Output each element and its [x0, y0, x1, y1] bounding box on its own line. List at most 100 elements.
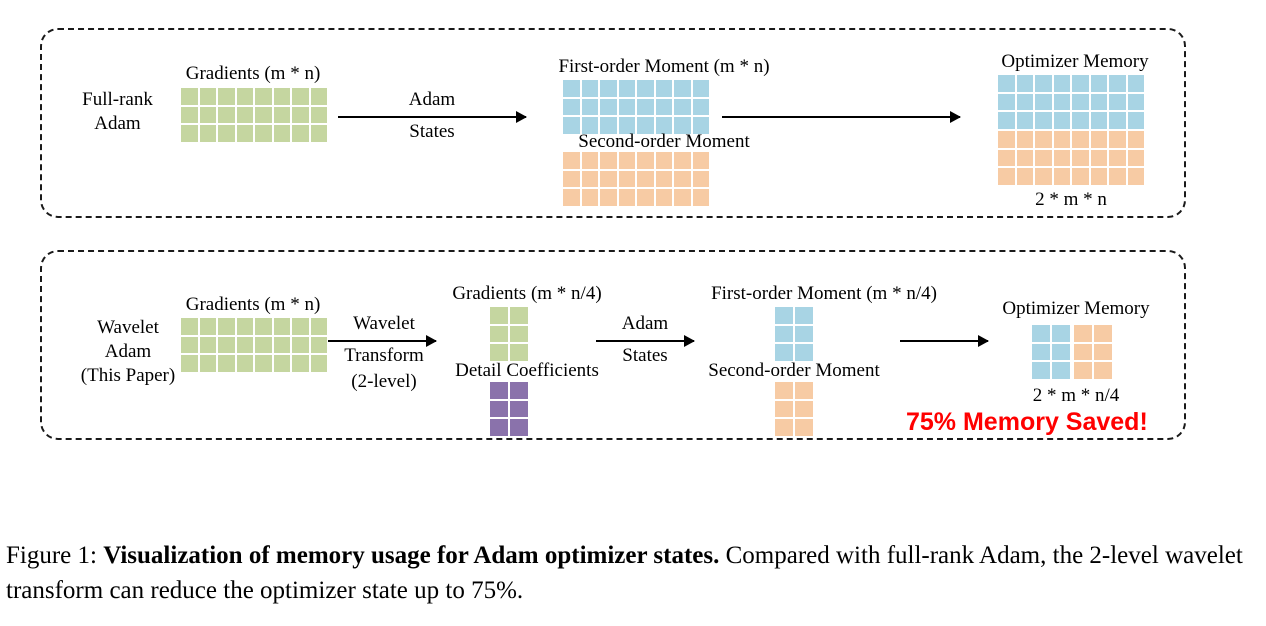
- matrix-cell: [510, 419, 528, 436]
- arrow-adam-states-bottom: [596, 340, 694, 342]
- matrix-cell: [619, 152, 636, 169]
- matrix-cell: [674, 80, 691, 97]
- matrix-cell: [1054, 94, 1071, 111]
- matrix-cell: [1128, 75, 1145, 92]
- matrix-cell: [292, 88, 309, 105]
- matrix-cell: [255, 107, 272, 124]
- matrix-cell: [490, 326, 508, 343]
- matrix-cell: [181, 355, 198, 372]
- matrix-cell: [1128, 131, 1145, 148]
- matrix-cell: [1054, 75, 1071, 92]
- matrix-cell: [1032, 325, 1050, 342]
- matrix-cell: [1091, 150, 1108, 167]
- arrow-wavelet-transform: [328, 340, 436, 342]
- matrix-cell: [637, 99, 654, 116]
- matrix-cell: [637, 189, 654, 206]
- matrix-cell: [1074, 344, 1092, 361]
- arrow-label-wavelet: Wavelet: [330, 312, 438, 336]
- matrix-cell: [292, 107, 309, 124]
- approx-gradients-title: Gradients (m * n/4): [437, 282, 617, 306]
- matrix-cell: [490, 401, 508, 418]
- matrix-cell: [1128, 112, 1145, 129]
- matrix-approx-gradients-wavelet: [490, 307, 528, 361]
- matrix-cell: [693, 99, 710, 116]
- matrix-detail-coefficients-wavelet: [490, 382, 528, 436]
- matrix-cell: [600, 189, 617, 206]
- matrix-cell: [656, 99, 673, 116]
- matrix-cell: [656, 80, 673, 97]
- matrix-cell: [674, 152, 691, 169]
- matrix-cell: [1035, 131, 1052, 148]
- matrix-cell: [775, 382, 793, 399]
- row-label-wavelet-adam: Wavelet Adam (This Paper): [58, 316, 198, 388]
- matrix-cell: [510, 401, 528, 418]
- matrix-cell: [237, 337, 254, 354]
- matrix-cell: [1109, 112, 1126, 129]
- matrix-cell: [311, 88, 328, 105]
- matrix-cell: [200, 88, 217, 105]
- matrix-cell: [1054, 131, 1071, 148]
- matrix-cell: [563, 171, 580, 188]
- matrix-cell: [563, 189, 580, 206]
- matrix-cell: [998, 112, 1015, 129]
- matrix-cell: [693, 189, 710, 206]
- matrix-cell: [795, 382, 813, 399]
- caption-bold: Visualization of memory usage for Adam o…: [103, 542, 719, 569]
- matrix-cell: [563, 99, 580, 116]
- matrix-cell: [311, 355, 328, 372]
- row-label-line3: (This Paper): [58, 364, 198, 388]
- matrix-cell: [1091, 112, 1108, 129]
- matrix-cell: [637, 80, 654, 97]
- matrix-cell: [998, 75, 1015, 92]
- matrix-cell: [1091, 75, 1108, 92]
- matrix-cell: [1017, 112, 1034, 129]
- matrix-cell: [1074, 325, 1092, 342]
- matrix-cell: [1109, 75, 1126, 92]
- matrix-cell: [218, 355, 235, 372]
- matrix-cell: [1052, 325, 1070, 342]
- matrix-cell: [600, 171, 617, 188]
- matrix-cell: [510, 307, 528, 324]
- matrix-optimizer-memory-orange-wavelet: [1074, 325, 1112, 379]
- matrix-cell: [1091, 94, 1108, 111]
- optimizer-memory-title-top: Optimizer Memory: [975, 50, 1175, 74]
- matrix-cell: [1128, 150, 1145, 167]
- matrix-cell: [490, 419, 508, 436]
- matrix-cell: [292, 337, 309, 354]
- matrix-cell: [274, 125, 291, 142]
- matrix-cell: [1072, 168, 1089, 185]
- matrix-cell: [181, 318, 198, 335]
- matrix-cell: [510, 382, 528, 399]
- matrix-cell: [998, 150, 1015, 167]
- matrix-cell: [255, 318, 272, 335]
- matrix-cell: [181, 88, 198, 105]
- matrix-optimizer-memory-blue-wavelet: [1032, 325, 1070, 379]
- matrix-cell: [619, 171, 636, 188]
- row-label-full-rank-adam: Full-rank Adam: [60, 88, 175, 136]
- matrix-cell: [181, 337, 198, 354]
- matrix-cell: [1017, 168, 1034, 185]
- matrix-cell: [656, 152, 673, 169]
- matrix-cell: [582, 189, 599, 206]
- matrix-optimizer-memory-blue-full-rank: [998, 75, 1144, 129]
- matrix-cell: [490, 307, 508, 324]
- row-label-line1: Full-rank: [60, 88, 175, 112]
- row-label-line2: Adam: [58, 340, 198, 364]
- matrix-cell: [274, 107, 291, 124]
- matrix-cell: [795, 419, 813, 436]
- matrix-cell: [619, 99, 636, 116]
- matrix-cell: [218, 125, 235, 142]
- matrix-first-order-moment-full-rank: [563, 80, 709, 134]
- matrix-cell: [795, 326, 813, 343]
- matrix-cell: [1128, 94, 1145, 111]
- matrix-cell: [775, 401, 793, 418]
- matrix-cell: [1052, 344, 1070, 361]
- matrix-cell: [181, 107, 198, 124]
- arrow-label-2-level: (2-level): [330, 370, 438, 394]
- matrix-cell: [218, 88, 235, 105]
- matrix-cell: [600, 152, 617, 169]
- matrix-cell: [292, 318, 309, 335]
- matrix-cell: [1017, 150, 1034, 167]
- matrix-cell: [600, 99, 617, 116]
- matrix-cell: [619, 80, 636, 97]
